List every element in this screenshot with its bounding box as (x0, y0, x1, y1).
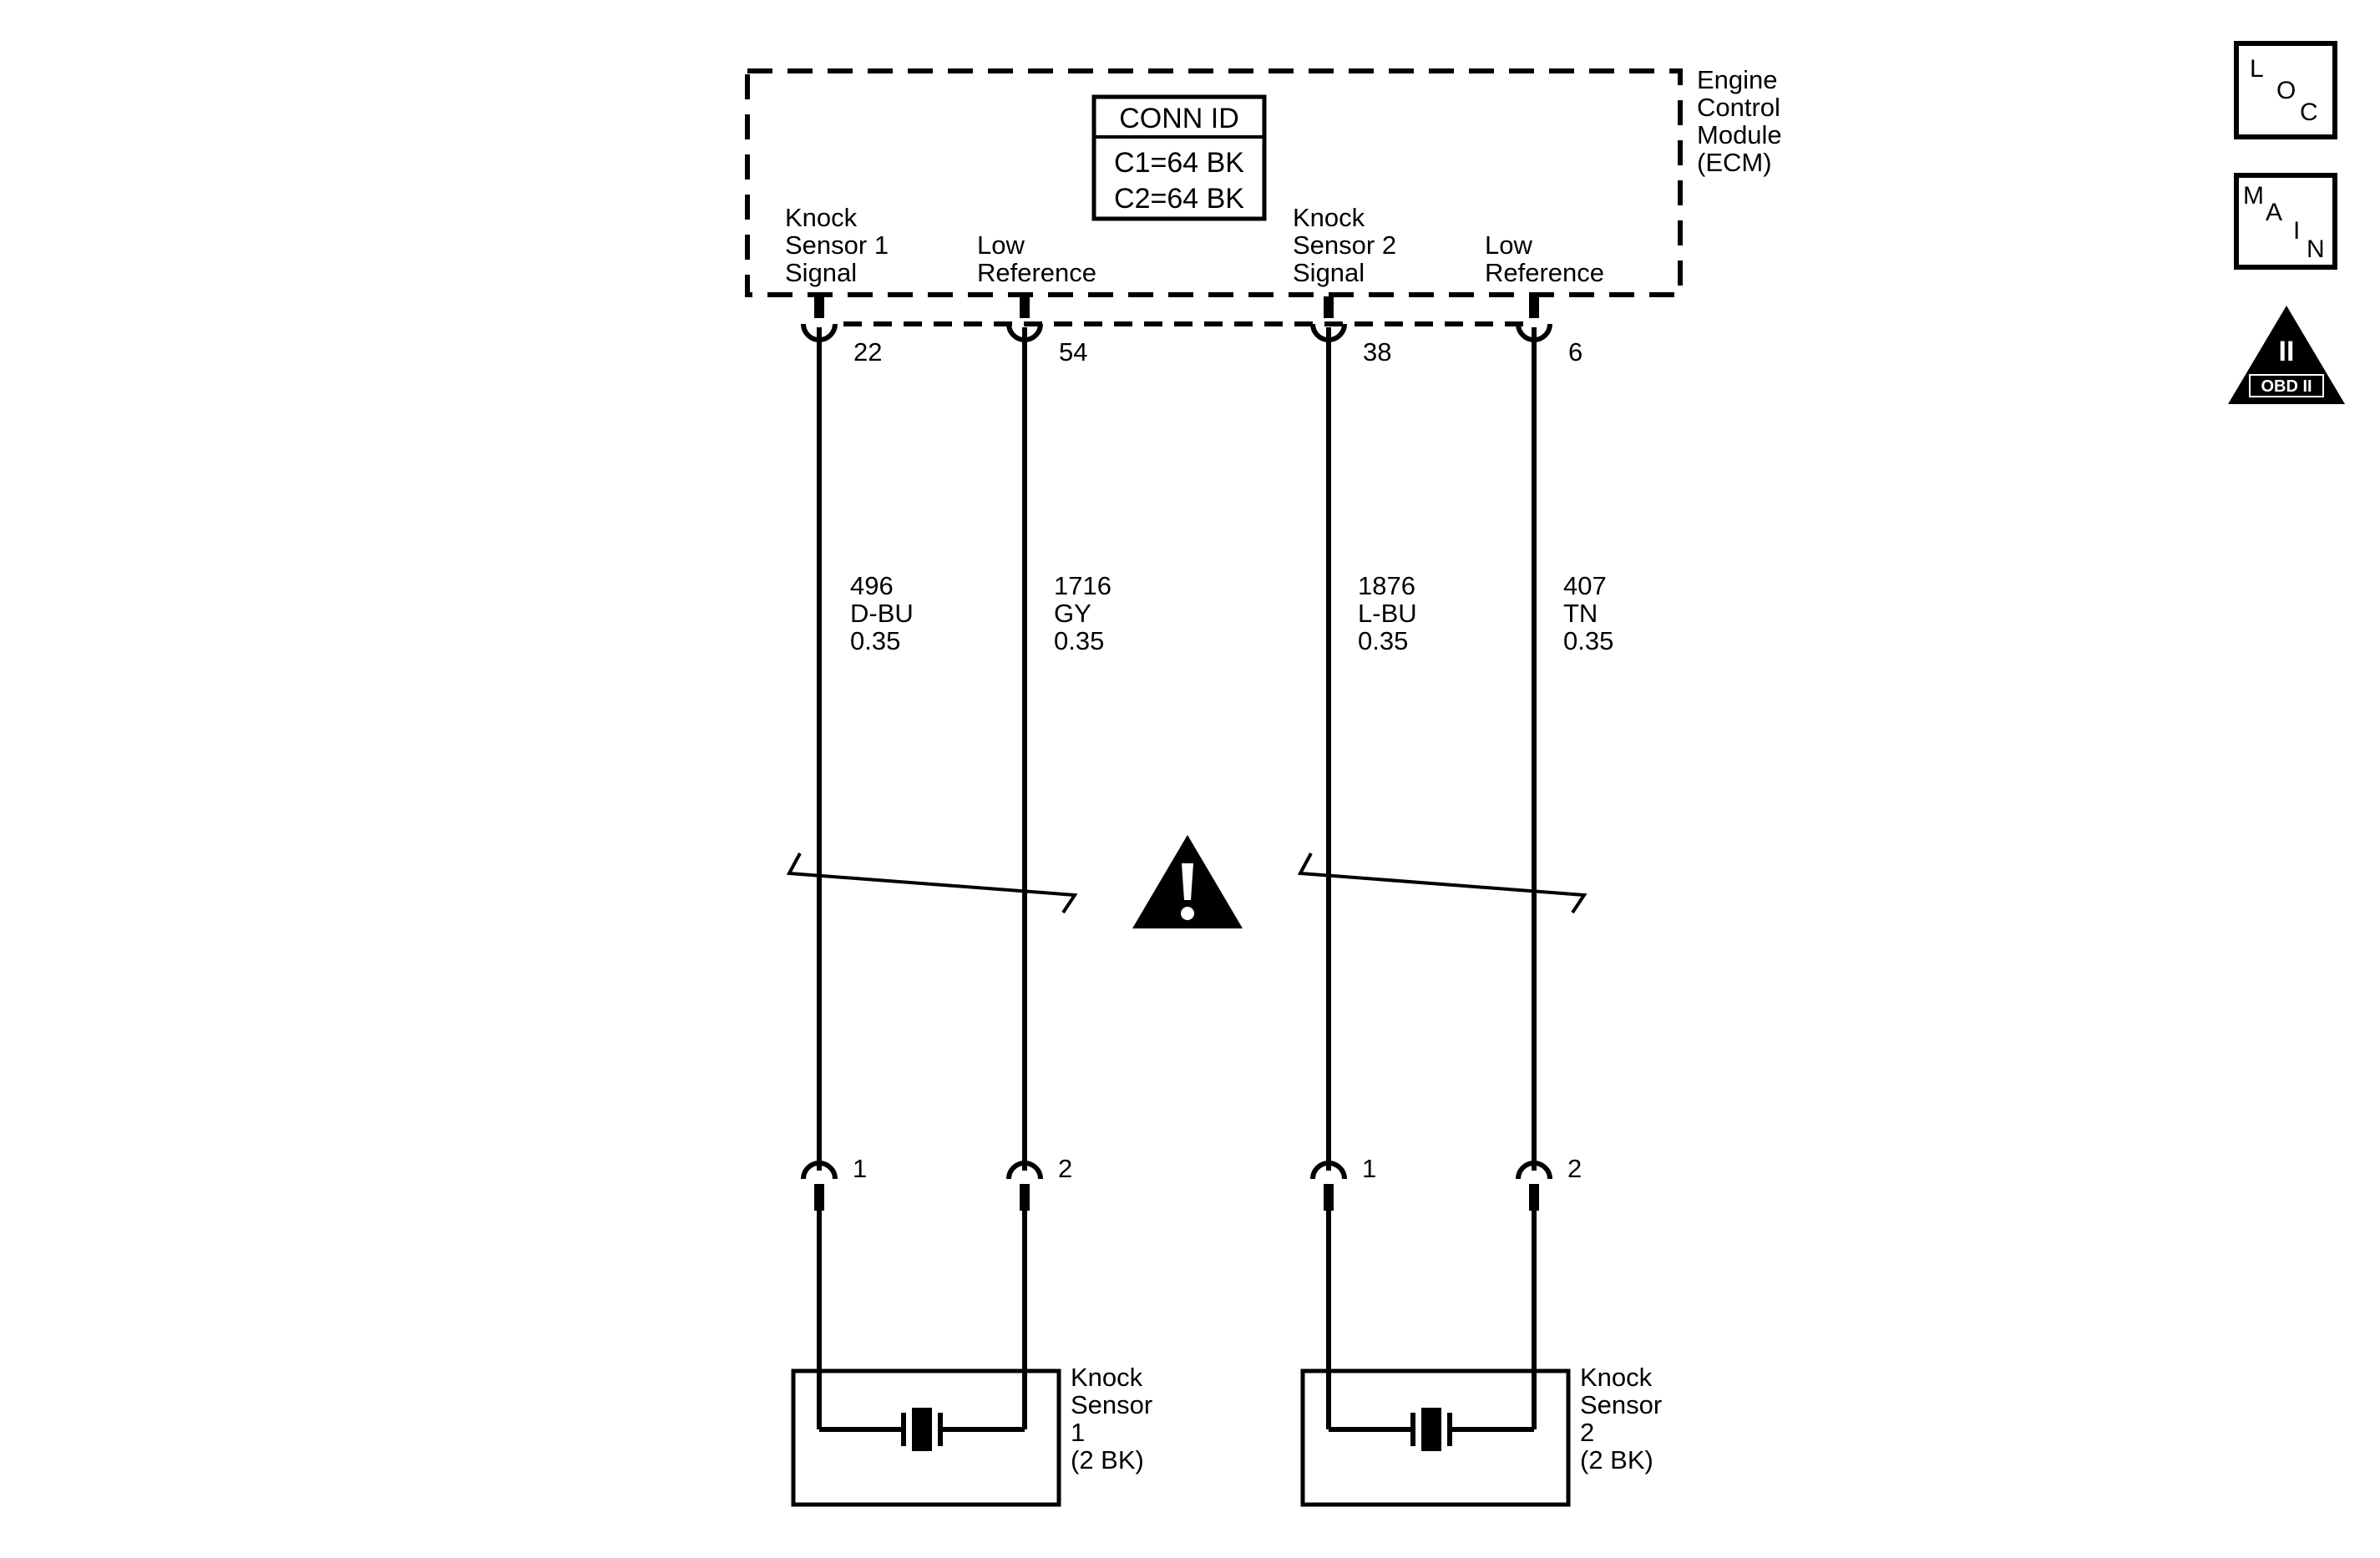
conn-id-box: CONN ID C1=64 BK C2=64 BK (1091, 94, 1267, 221)
sensor-pin-number: 2 (1058, 1154, 1072, 1183)
conn-id-header: CONN ID (1119, 103, 1239, 134)
svg-text:I: I (2293, 217, 2300, 245)
ecm-module-box (745, 68, 1683, 297)
svg-text:A: A (2266, 199, 2282, 226)
wire-label-circuit-1876: 1876 L-BU 0.35 (1358, 571, 1424, 655)
svg-text:II: II (2279, 336, 2295, 367)
loc-icon[interactable]: L O C (2234, 41, 2337, 139)
twisted-pair-mark-1 (786, 852, 1078, 914)
piezo-element-icon (1410, 1408, 1452, 1451)
wire-label-circuit-496: 496 D-BU 0.35 (850, 571, 920, 655)
piezo-element-icon (901, 1408, 943, 1451)
ecm-pin-number: 6 (1568, 337, 1582, 367)
wire-circuit-1716 (940, 296, 1043, 1432)
knock-sensor-2-box (1300, 1368, 1571, 1507)
wire-label-circuit-1716: 1716 GY 0.35 (1054, 571, 1119, 655)
svg-text:OBD II: OBD II (2261, 377, 2312, 396)
obd-ii-icon[interactable]: II OBD II (2228, 306, 2345, 404)
svg-text:L: L (2250, 55, 2264, 83)
ecm-pin-number: 54 (1059, 337, 1087, 367)
caution-triangle-icon (1132, 835, 1243, 928)
main-icon[interactable]: M A I N (2234, 173, 2337, 270)
sensor-pin-number: 1 (853, 1154, 867, 1183)
sensor-pin-number: 1 (1362, 1154, 1376, 1183)
wire-circuit-1876 (1310, 296, 1413, 1432)
knock-sensor-2 (1300, 1368, 1571, 1507)
sensor-pin-number: 2 (1567, 1154, 1582, 1183)
pin-label-knock-sensor-2-signal: Knock Sensor 2 Signal (1293, 203, 1404, 287)
wire-circuit-496 (801, 296, 904, 1432)
ecm-pin-number: 22 (853, 337, 882, 367)
conn-id-row: C1=64 BK (1114, 147, 1244, 179)
pin-label-low-reference-2: Low Reference (1485, 230, 1604, 287)
ecm-pin-number: 38 (1363, 337, 1391, 367)
svg-text:M: M (2243, 182, 2264, 210)
svg-text:C: C (2300, 99, 2318, 126)
svg-text:N: N (2307, 235, 2325, 263)
svg-text:O: O (2276, 77, 2296, 104)
knock-sensor-1-label: Knock Sensor 1 (2 BK) (1071, 1363, 1160, 1475)
ecm-title: Engine Control Module (ECM) (1697, 65, 1789, 177)
wire-label-circuit-407: 407 TN 0.35 (1563, 571, 1613, 655)
knock-sensor-1 (791, 1368, 1061, 1507)
conn-id-row: C2=64 BK (1114, 183, 1244, 215)
knock-sensor-2-label: Knock Sensor 2 (2 BK) (1580, 1363, 1669, 1475)
wire-circuit-407 (1450, 296, 1552, 1432)
knock-sensor-1-box (791, 1368, 1061, 1507)
twisted-pair-mark-2 (1297, 852, 1588, 914)
pin-label-knock-sensor-1-signal: Knock Sensor 1 Signal (785, 203, 896, 287)
pin-label-low-reference-1: Low Reference (977, 230, 1096, 287)
